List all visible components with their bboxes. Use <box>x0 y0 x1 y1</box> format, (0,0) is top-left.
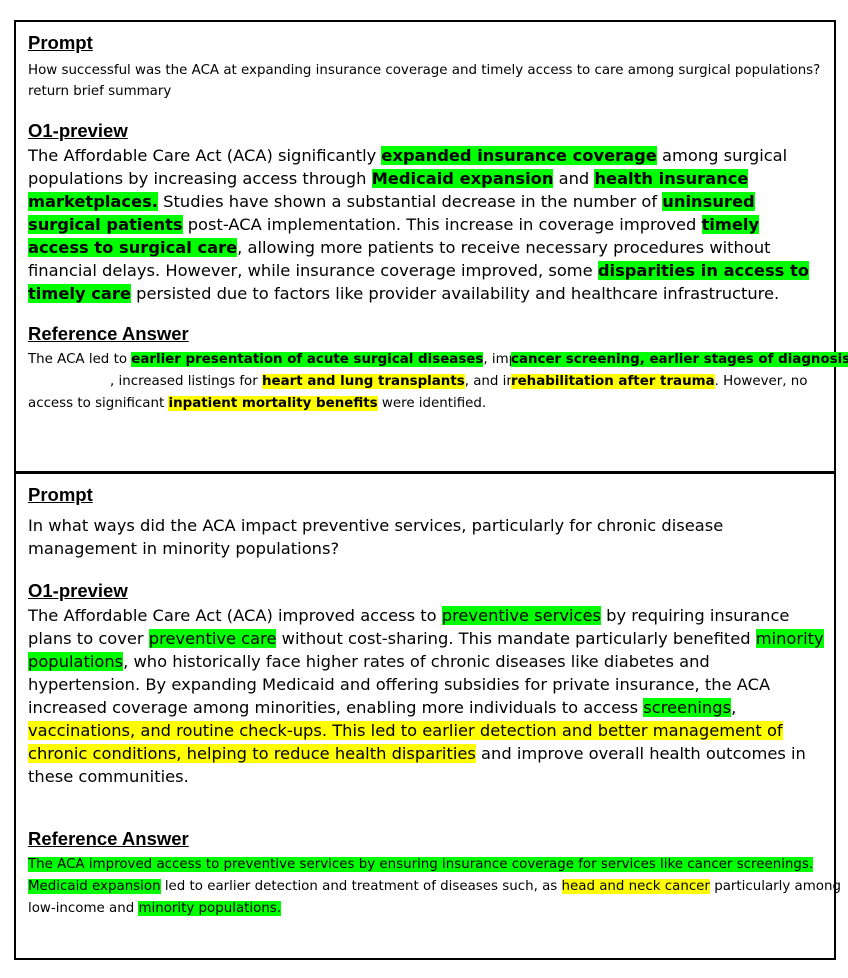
highlight-green: earlier stages of diagnosis <box>649 352 848 367</box>
highlight-yellow: heart and lung transplants <box>262 374 465 389</box>
model-heading: O1-preview <box>28 580 128 601</box>
highlight-green: preventive services <box>441 606 601 625</box>
highlight-yellow: rehabilitation after trauma <box>511 374 715 389</box>
reference-heading: Reference Answer <box>28 323 189 344</box>
prompt-text: How successful was the ACA at expanding … <box>28 63 821 99</box>
model-answer: The Affordable Care Act (ACA) improved a… <box>28 606 824 786</box>
highlight-green: earlier presentation of acute surgical d… <box>131 352 484 367</box>
prompt-heading: Prompt <box>28 32 93 53</box>
prompt-text: In what ways did the ACA impact preventi… <box>28 516 724 558</box>
highlight-green: screenings <box>643 698 732 717</box>
prompt-heading: Prompt <box>28 484 93 505</box>
highlight-green: minority populations. <box>138 901 282 916</box>
highlight-green: Medicaid expansion <box>28 879 161 894</box>
highlight-yellow: head and neck cancer <box>561 879 710 894</box>
highlight-green: cancer screening <box>511 352 640 367</box>
highlight-green: preventive care <box>148 629 277 648</box>
highlight-yellow: inpatient mortality benefits <box>168 396 378 411</box>
comparison-panel-1: Prompt How successful was the ACA at exp… <box>14 20 848 473</box>
comparison-panel-2: Prompt In what ways did the ACA impact p… <box>14 472 841 960</box>
highlight-green: expanded insurance coverage <box>381 146 657 165</box>
model-answer: The Affordable Care Act (ACA) significan… <box>28 146 809 303</box>
highlight-green: Medicaid expansion <box>371 169 554 188</box>
highlight-green: The ACA improved access to preventive se… <box>28 857 814 872</box>
model-heading: O1-preview <box>28 120 128 141</box>
reference-heading: Reference Answer <box>28 828 189 849</box>
